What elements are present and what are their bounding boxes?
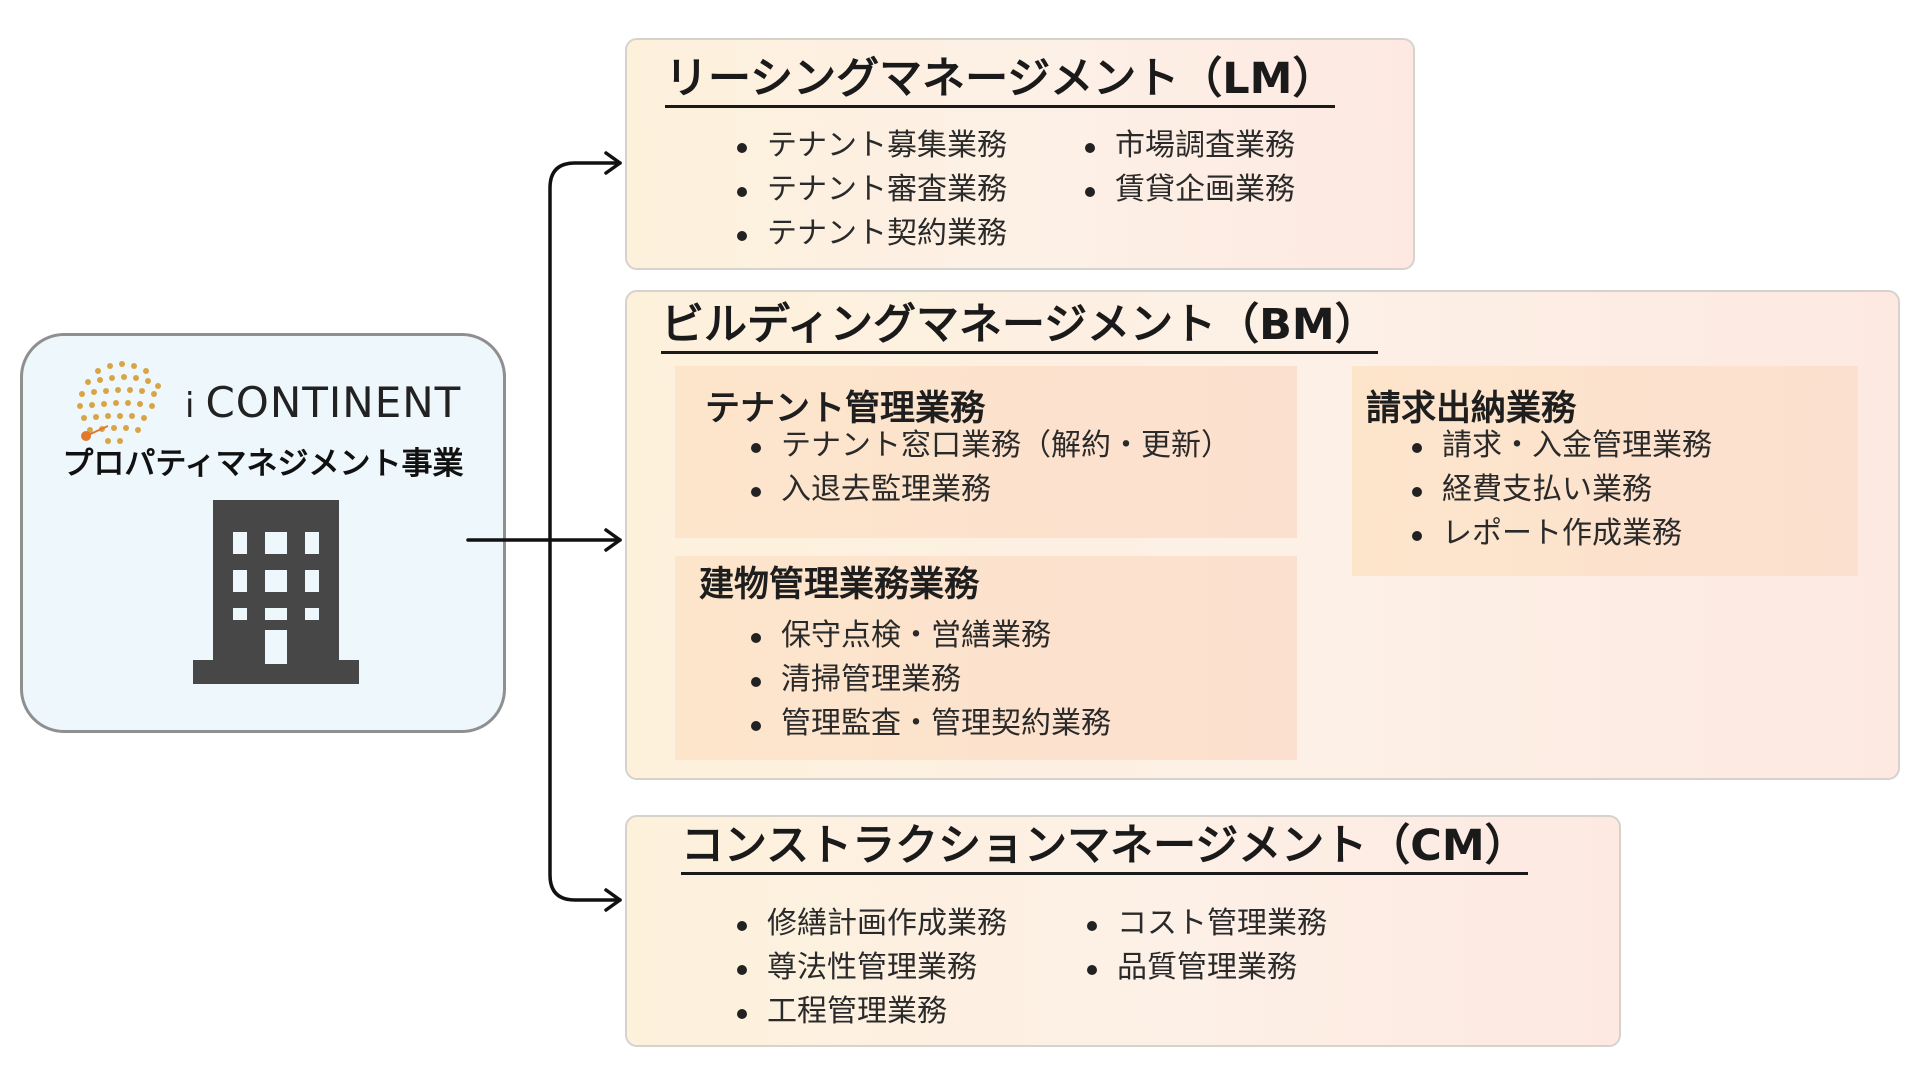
list-item: 入退去監理業務 (747, 468, 1231, 512)
arrow-to-lm (548, 161, 622, 902)
list-item: 品質管理業務 (1083, 946, 1327, 990)
panel-title-lm: リーシングマネージメント（LM） (665, 55, 1336, 109)
list-item: テナント募集業務 (733, 124, 1007, 168)
list-item: 尊法性管理業務 (733, 946, 1007, 990)
building-icon (193, 500, 359, 684)
lm-list-col2: 市場調査業務 賃貸企画業務 (1081, 124, 1295, 212)
list-item: 経費支払い業務 (1408, 468, 1712, 512)
panel-leasing-management: リーシングマネージメント（LM） テナント募集業務 テナント審査業務 テナント契… (625, 38, 1415, 270)
list-item: 工程管理業務 (733, 990, 1007, 1034)
panel-construction-management: コンストラクションマネージメント（CM） 修繕計画作成業務 尊法性管理業務 工程… (625, 815, 1621, 1047)
sub-box-building-management: 建物管理業務業務 保守点検・営繕業務 清掃管理業務 管理監査・管理契約業務 (675, 556, 1297, 760)
list-item: 修繕計画作成業務 (733, 902, 1007, 946)
cm-list-col2: コスト管理業務 品質管理業務 (1083, 902, 1327, 990)
list-item: 請求・入金管理業務 (1408, 424, 1712, 468)
list-item: テナント窓口業務（解約・更新） (747, 424, 1231, 468)
panel-building-management: ビルディングマネージメント（BM） テナント管理業務 テナント窓口業務（解約・更… (625, 290, 1900, 780)
sub-box-billing: 請求出納業務 請求・入金管理業務 経費支払い業務 レポート作成業務 (1352, 366, 1858, 576)
company-name-text: CONTINENT (205, 378, 462, 427)
panel-title-bm: ビルディングマネージメント（BM） (661, 301, 1378, 355)
sub-title-building: 建物管理業務業務 (699, 565, 980, 605)
list-item: 保守点検・営繕業務 (747, 614, 1111, 658)
sub-title-billing: 請求出納業務 (1366, 389, 1577, 429)
arrow-icon (604, 528, 622, 552)
list-item: 清掃管理業務 (747, 658, 1111, 702)
list-item: 管理監査・管理契約業務 (747, 702, 1111, 746)
list-item: テナント審査業務 (733, 168, 1007, 212)
arrow-icon (604, 151, 622, 175)
list-item: レポート作成業務 (1408, 512, 1712, 556)
sub-title-tenant: テナント管理業務 (705, 389, 986, 429)
business-title: プロパティマネジメント事業 (62, 446, 464, 482)
arrow-icon (604, 888, 622, 912)
list-item: 市場調査業務 (1081, 124, 1295, 168)
building-list: 保守点検・営繕業務 清掃管理業務 管理監査・管理契約業務 (747, 614, 1111, 746)
billing-list: 請求・入金管理業務 経費支払い業務 レポート作成業務 (1408, 424, 1712, 556)
lm-list-col1: テナント募集業務 テナント審査業務 テナント契約業務 (733, 124, 1007, 256)
cm-list-col1: 修繕計画作成業務 尊法性管理業務 工程管理業務 (733, 902, 1007, 1034)
tenant-list: テナント窓口業務（解約・更新） 入退去監理業務 (747, 424, 1231, 512)
list-item: コスト管理業務 (1083, 902, 1327, 946)
panel-title-cm: コンストラクションマネージメント（CM） (681, 822, 1528, 876)
list-item: 賃貸企画業務 (1081, 168, 1295, 212)
logo-dots-icon (77, 361, 161, 444)
list-item: テナント契約業務 (733, 212, 1007, 256)
company-name-prefix: i (185, 386, 196, 426)
sub-box-tenant-management: テナント管理業務 テナント窓口業務（解約・更新） 入退去監理業務 (675, 366, 1297, 538)
